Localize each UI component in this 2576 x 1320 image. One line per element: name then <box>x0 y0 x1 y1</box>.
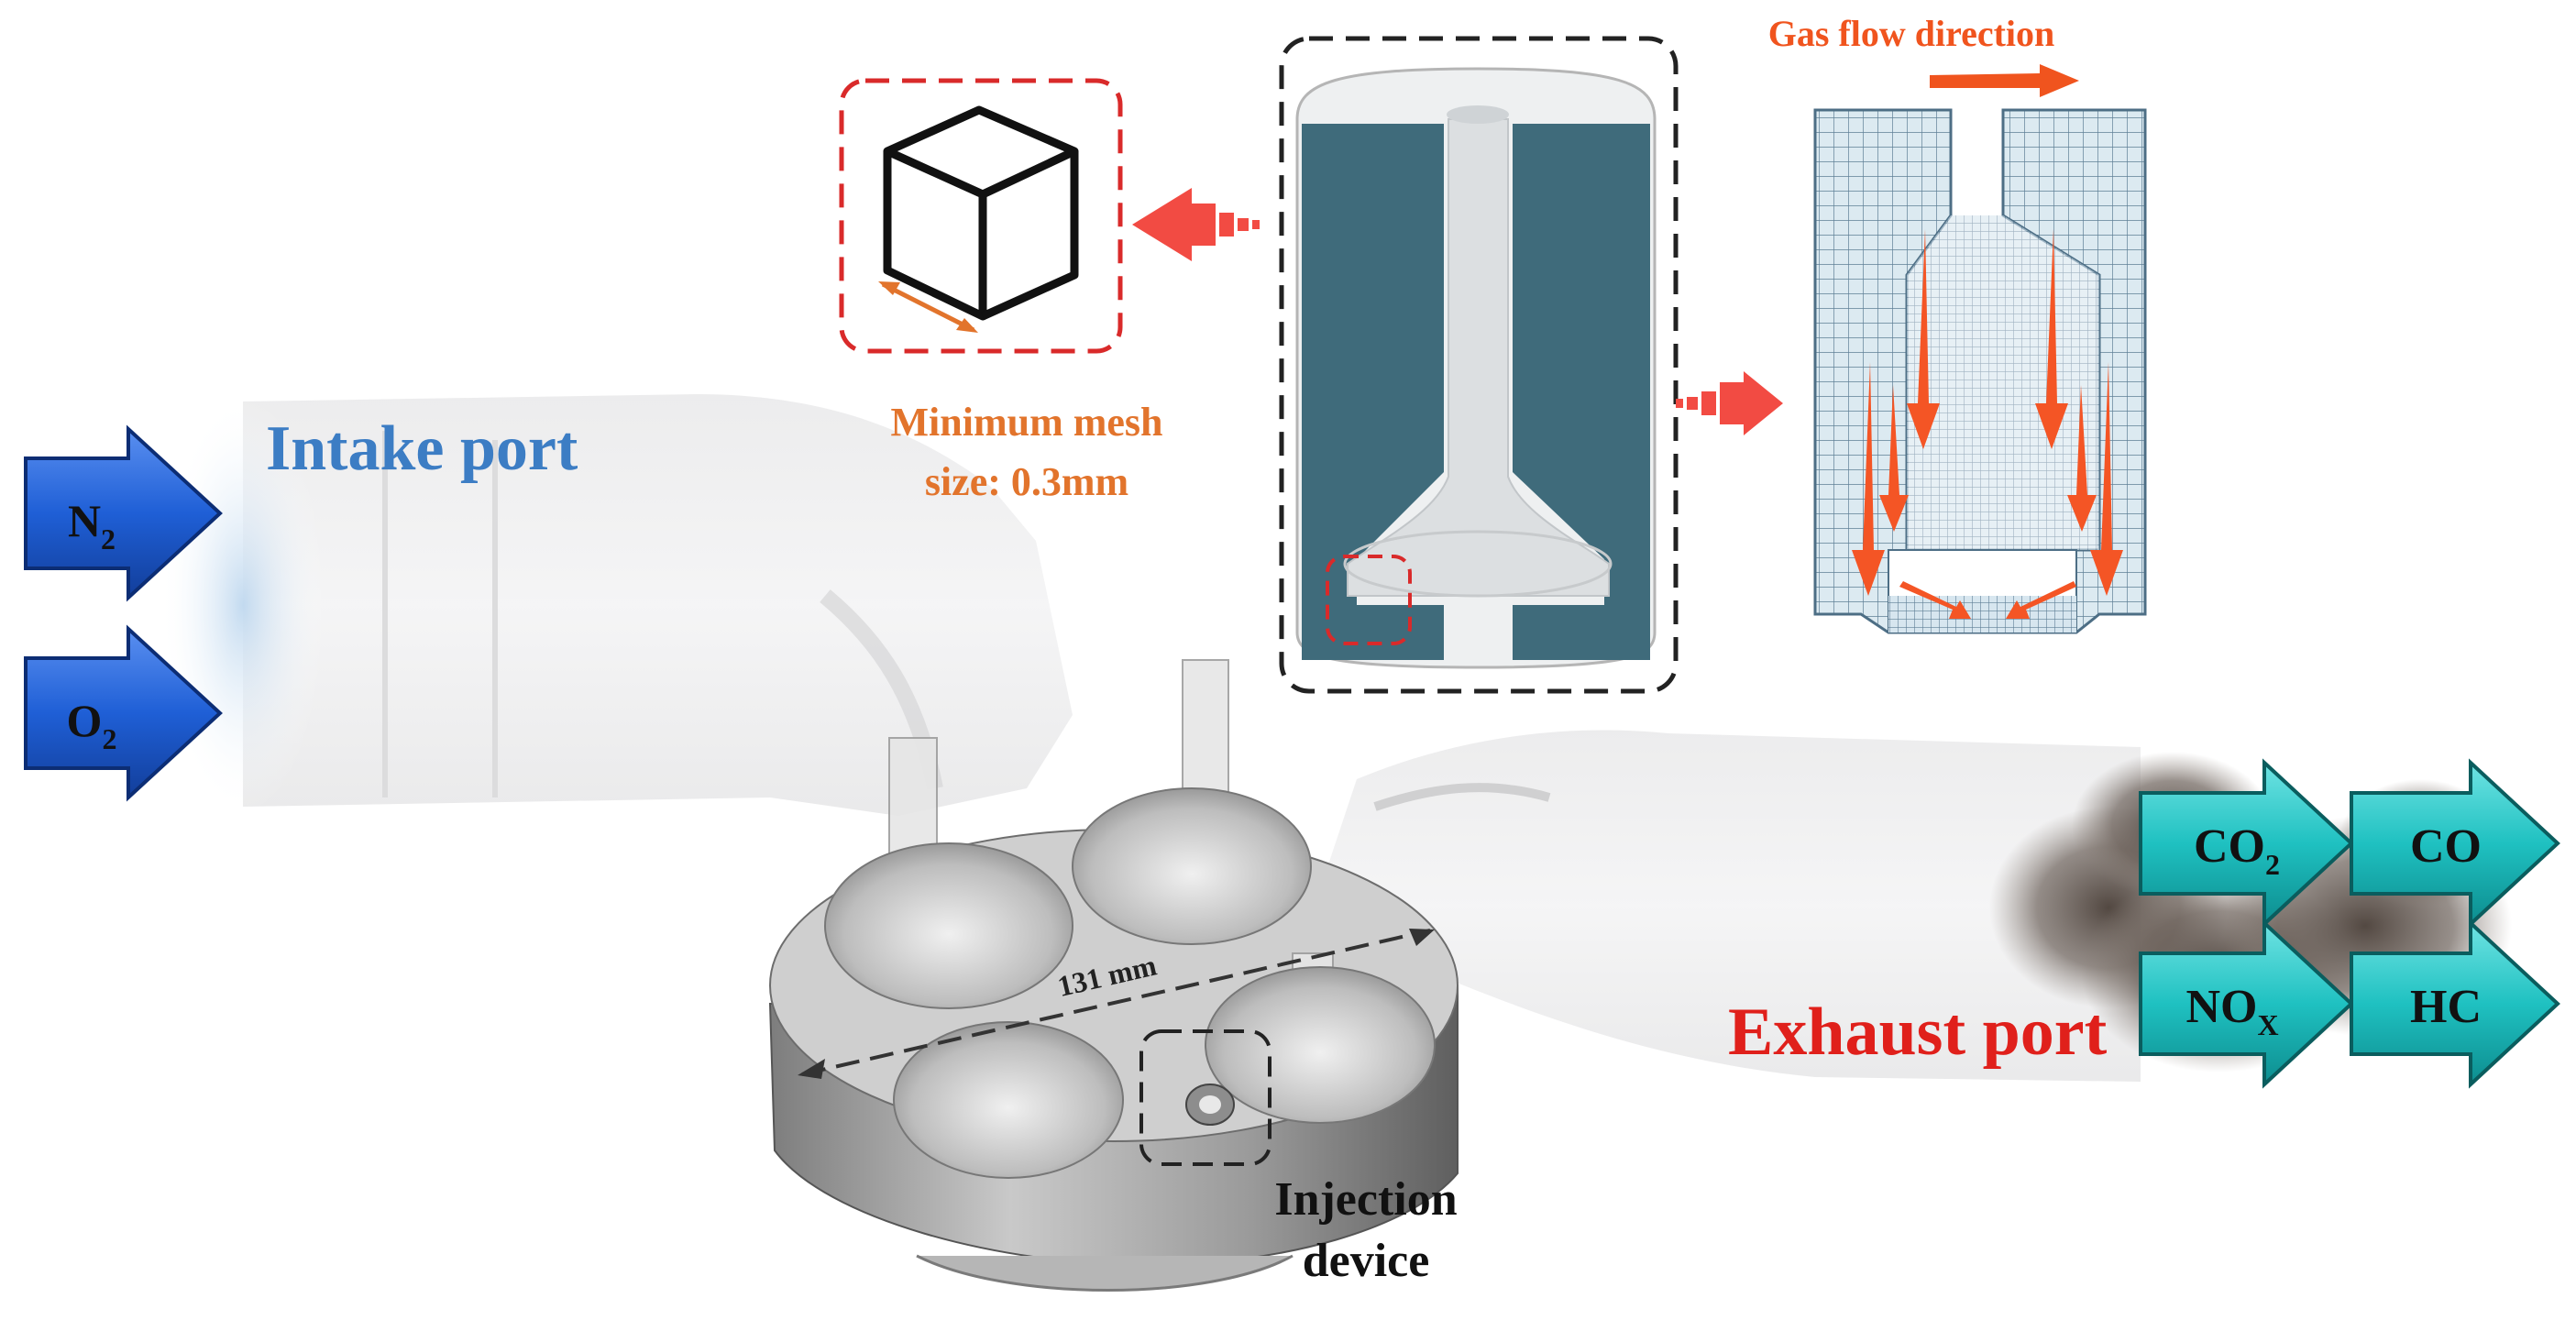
exhaust-arrow-co: CO <box>2350 758 2560 929</box>
min-mesh-label-line1: Minimum mesh <box>891 400 1163 445</box>
exhaust-port-geometry <box>1311 730 2141 1082</box>
injection-device-label-line2: device <box>1303 1235 1430 1287</box>
exhaust-arrow-nox: NOX <box>2139 918 2354 1089</box>
co-label: CO <box>2410 820 2482 873</box>
exhaust-arrow-hc: HC <box>2350 918 2560 1089</box>
mesh-panel <box>1813 108 2147 634</box>
injection-device-highlight <box>1139 1029 1271 1166</box>
gas-flow-arrow-icon <box>1930 64 2079 97</box>
n2-label: N2 <box>68 495 116 556</box>
flow-arrows <box>1852 229 2123 619</box>
nox-label: NOX <box>2185 981 2278 1041</box>
red-pointer-arrow-icon <box>1132 188 1260 261</box>
exhaust-arrow-co2: CO2 <box>2139 758 2354 929</box>
gas-flow-direction-label: Gas flow direction <box>1768 13 2055 54</box>
intake-port-label: Intake port <box>266 413 578 484</box>
injection-device-label-line1: Injection <box>1274 1173 1457 1226</box>
intake-arrow-n2: N2 <box>24 424 223 602</box>
min-mesh-label-line2: size: 0.3mm <box>925 459 1128 504</box>
exhaust-port-label: Exhaust port <box>1728 995 2108 1070</box>
red-pointer-arrow-icon <box>1676 371 1783 435</box>
hc-label: HC <box>2410 981 2482 1033</box>
cube-mesh-icon <box>883 105 1079 321</box>
o2-label: O2 <box>67 695 117 755</box>
intake-arrow-o2: O2 <box>24 624 223 802</box>
co2-label: CO2 <box>2194 820 2280 881</box>
valve-section-panel <box>1279 36 1679 694</box>
mesh-cube-panel <box>839 78 1123 354</box>
cylinder-head <box>768 659 1459 1292</box>
